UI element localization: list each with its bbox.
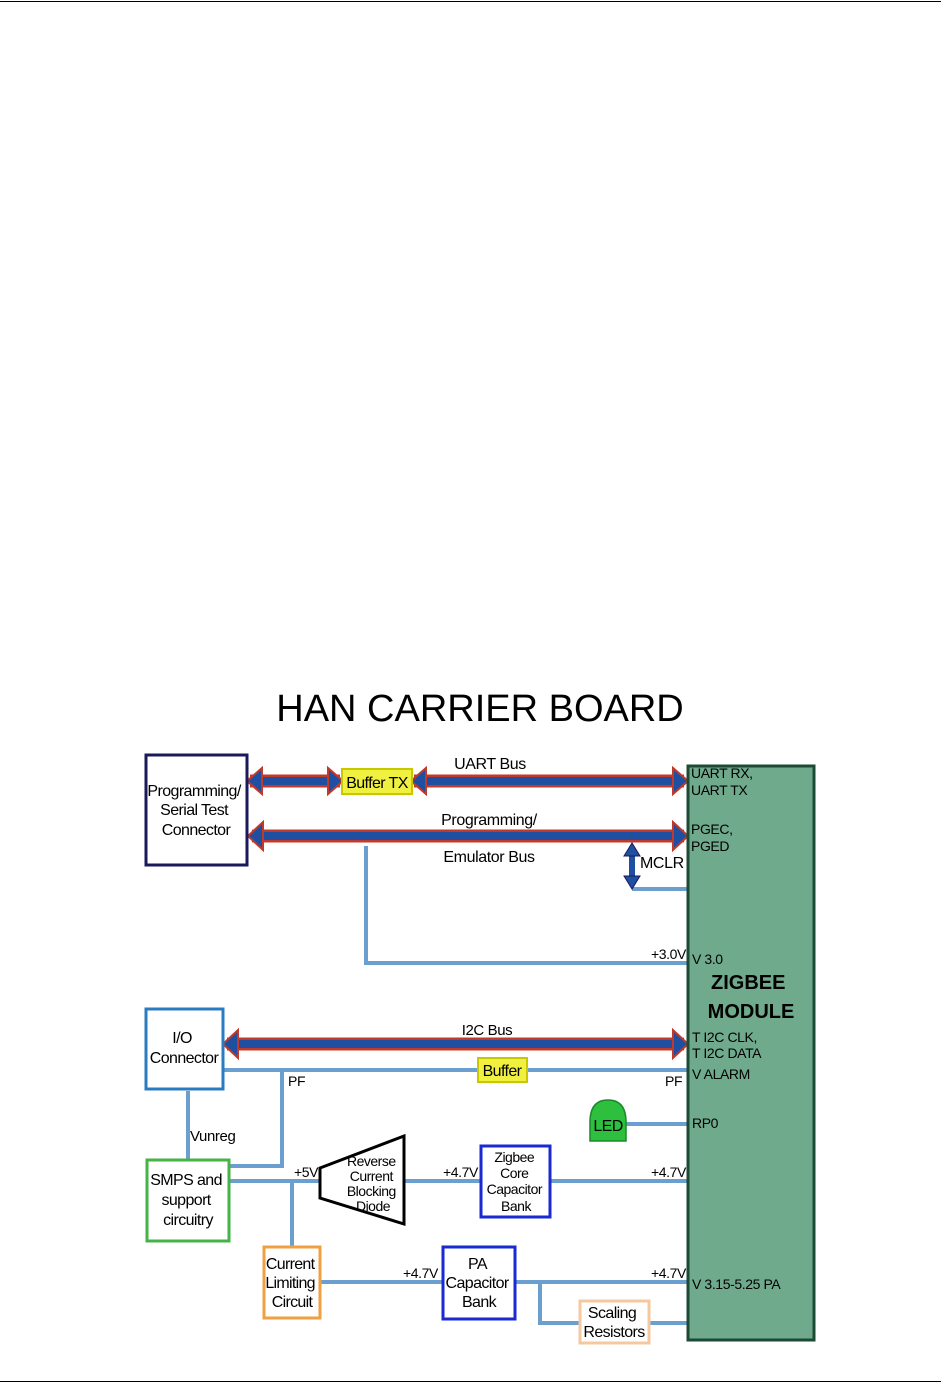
i2c-bus-arrow-r xyxy=(672,1027,690,1061)
reverse-diode-line-4: Diode xyxy=(356,1198,391,1214)
led-label: LED xyxy=(593,1118,622,1135)
programming-connector-block: Programming/ Serial Test Connector xyxy=(144,753,249,867)
programming-connector-line-2: Serial Test xyxy=(160,802,229,819)
pa-cap-bank-line-2: Capacitor xyxy=(446,1275,510,1292)
net-4v7-core: +4.7V xyxy=(651,1164,687,1180)
mclr-arrow-top xyxy=(623,842,641,857)
zigbee-cap-bank-line-1: Zigbee xyxy=(494,1149,535,1165)
zigbee-cap-bank-line-3: Capacitor xyxy=(487,1181,543,1197)
net-pf-right: PF xyxy=(665,1073,682,1089)
net-labels: +3.0V PF PF Vunreg +5V +4.7V +4.7V +4.7V… xyxy=(190,946,687,1281)
net-4v7-diode: +4.7V xyxy=(443,1164,479,1180)
zigbee-module-block: ZIGBEE MODULE xyxy=(686,764,816,1342)
reverse-diode-line-2: Current xyxy=(350,1168,394,1184)
led-block: LED xyxy=(589,1099,627,1142)
smps-block: SMPS and support circuitry xyxy=(145,1158,231,1243)
svg-text:ZIGBEE MODULE: ZIGBEE MODULE xyxy=(708,972,795,1023)
uart-bus-left-arrow-l xyxy=(245,765,263,797)
scaling-resistors-line-2: Resistors xyxy=(583,1324,645,1341)
zigbee-module-line-2: MODULE xyxy=(708,1001,795,1023)
svg-text:Zigbee Core Capaci: Zigbee Core Capacitor Bank xyxy=(487,1149,546,1214)
pin-pged: PGED xyxy=(691,838,729,854)
zigbee-cap-bank-line-2: Core xyxy=(500,1165,529,1181)
pin-i2c-data: T I2C DATA xyxy=(692,1045,762,1061)
programming-connector-line-3: Connector xyxy=(162,822,232,839)
programming-bus-arrow-r xyxy=(672,819,690,853)
pin-pa: V 3.15-5.25 PA xyxy=(692,1276,781,1292)
i2c-bus-label: I2C Bus xyxy=(462,1022,513,1039)
reverse-diode-line-3: Blocking xyxy=(347,1183,396,1199)
pin-uart-rx: UART RX, xyxy=(691,765,753,781)
smps-line-3: circuitry xyxy=(163,1212,213,1229)
svg-text:SMPS and support c: SMPS and support circuitry xyxy=(150,1172,226,1229)
pa-cap-bank-block: PA Capacitor Bank xyxy=(441,1245,517,1321)
zigbee-module-line-1: ZIGBEE xyxy=(711,972,785,994)
svg-text:PA Capacitor Bank: PA Capacitor Bank xyxy=(446,1256,513,1311)
zigbee-cap-bank-block: Zigbee Core Capacitor Bank xyxy=(479,1144,552,1219)
current-limiting-block: Current Limiting Circuit xyxy=(262,1245,322,1320)
uart-bus-label: UART Bus xyxy=(454,756,526,773)
current-limiting-line-2: Limiting xyxy=(265,1275,315,1292)
svg-text:Scaling Resistors: Scaling Resistors xyxy=(583,1305,645,1341)
uart-bus-right-arrow-l xyxy=(409,765,427,797)
smps-line-1: SMPS and xyxy=(150,1172,222,1189)
svg-text:Current Limiting C: Current Limiting Circuit xyxy=(265,1256,318,1311)
wires xyxy=(186,846,688,1325)
module-pin-labels: UART RX, UART TX PGEC, PGED V 3.0 T I2C … xyxy=(691,765,782,1292)
svg-text:Programming/ Serial Test: Programming/ Serial Test Connector xyxy=(147,783,244,839)
uart-bus-left-arrow-r xyxy=(327,765,345,797)
buffer-block: Buffer xyxy=(477,1057,528,1083)
scaling-resistors-line-1: Scaling xyxy=(588,1305,636,1322)
current-limiting-line-3: Circuit xyxy=(272,1294,314,1311)
svg-text:I/O Connector: I/O Connector xyxy=(150,1030,220,1067)
net-vunreg: Vunreg xyxy=(190,1128,235,1145)
net-5v: +5V xyxy=(294,1164,319,1180)
buffer-label: Buffer xyxy=(483,1063,523,1080)
net-3v0: +3.0V xyxy=(651,946,687,962)
reverse-diode-block: Reverse Current Blocking Diode xyxy=(318,1133,406,1227)
pin-pgec: PGEC, xyxy=(691,821,733,837)
net-4v7-pa-in: +4.7V xyxy=(403,1265,439,1281)
wire-scaling xyxy=(538,1282,580,1325)
programming-bus-arrow-l xyxy=(246,819,264,853)
wire-pf-drop xyxy=(230,1070,284,1168)
current-limiting-line-1: Current xyxy=(266,1256,316,1273)
mclr-arrow-bottom xyxy=(623,875,641,890)
zigbee-cap-bank-line-4: Bank xyxy=(501,1198,532,1214)
io-connector-line-2: Connector xyxy=(150,1050,220,1067)
pin-i2c-clk: T I2C CLK, xyxy=(692,1029,757,1045)
pin-v30: V 3.0 xyxy=(692,951,723,967)
pa-cap-bank-line-1: PA xyxy=(468,1256,488,1273)
io-connector-line-1: I/O xyxy=(172,1030,192,1047)
diagram-title: HAN CARRIER BOARD xyxy=(276,688,684,730)
mclr-label: MCLR xyxy=(640,855,684,872)
bus-labels: UART Bus Programming/ Emulator Bus MCLR … xyxy=(441,756,684,1039)
pin-rp0: RP0 xyxy=(692,1115,719,1131)
top-rule xyxy=(0,1,941,2)
scaling-resistors-block: Scaling Resistors xyxy=(578,1299,651,1345)
wire-3v0 xyxy=(364,846,688,965)
reverse-diode-line-1: Reverse xyxy=(347,1153,396,1169)
buffer-tx-label: Buffer TX xyxy=(346,775,409,792)
uart-bus-right-arrow-r xyxy=(672,765,690,797)
io-connector-block: I/O Connector xyxy=(144,1007,225,1091)
programming-connector-line-1: Programming/ xyxy=(147,783,241,800)
pin-alarm: V ALARM xyxy=(692,1066,750,1082)
net-4v7-pa-out: +4.7V xyxy=(651,1265,687,1281)
pin-uart-tx: UART TX xyxy=(691,782,748,798)
bottom-rule xyxy=(0,1381,941,1382)
programming-bus-label-top: Programming/ xyxy=(441,812,538,829)
pa-cap-bank-line-3: Bank xyxy=(462,1294,498,1311)
buffer-tx-block: Buffer TX xyxy=(341,768,413,795)
buses xyxy=(221,765,690,1061)
programming-bus-label-bottom: Emulator Bus xyxy=(443,849,535,866)
smps-line-2: support xyxy=(161,1192,211,1209)
net-pf-left: PF xyxy=(288,1073,305,1089)
svg-text:Reverse Current Bl: Reverse Current Blocking Diode xyxy=(347,1153,399,1214)
i2c-bus-arrow-l xyxy=(221,1027,239,1061)
